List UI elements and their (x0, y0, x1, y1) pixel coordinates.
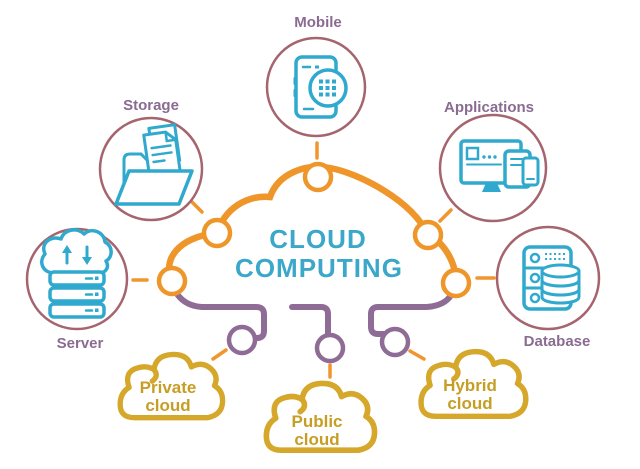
central-cloud-bottom-right-connector (368, 280, 459, 337)
private-cloud-label-line1: Private (140, 378, 197, 397)
storage-label: Storage (123, 97, 179, 114)
storage-link-line (189, 199, 204, 214)
cloud-node-top (302, 161, 334, 193)
node-server: Server (25, 227, 129, 352)
cloud-server-stack-icon (40, 228, 113, 319)
server-label: Server (57, 335, 104, 352)
private-cloud: Private cloud (120, 354, 222, 417)
hybrid-cloud-label-line2: cloud (447, 394, 492, 413)
hybrid-cloud-link-line (408, 349, 426, 361)
node-database: Database (495, 225, 601, 350)
cloud-node-left (156, 265, 188, 297)
applications-label: Applications (444, 99, 534, 116)
node-mobile: Mobile (265, 14, 367, 138)
smartphone-dialpad-icon (293, 55, 348, 119)
private-cloud-label-line2: cloud (145, 396, 190, 415)
cloud-node-bottom-right (379, 326, 411, 358)
dialpad-grid (319, 79, 336, 97)
node-storage: Storage (98, 97, 204, 222)
public-cloud: Public cloud (266, 383, 374, 450)
central-cloud-bottom-middle-connector (289, 304, 331, 337)
diagram-title-line1: CLOUD (269, 224, 366, 254)
central-cloud-bottom-left-connector (169, 278, 267, 341)
database-label: Database (524, 333, 591, 350)
folder-documents-icon (114, 123, 194, 206)
cloud-node-bottom-left (226, 324, 258, 356)
public-cloud-label-line1: Public (291, 412, 342, 431)
multi-devices-icon (459, 139, 540, 192)
private-cloud-link-line (211, 348, 228, 361)
cloud-node-right (440, 267, 472, 299)
cloud-node-bottom-middle (314, 332, 346, 364)
cloud-node-upper-right (412, 219, 444, 251)
node-applications: Applications (438, 99, 548, 223)
diagram-title-line2: COMPUTING (235, 253, 403, 283)
cloud-node-upper-left (201, 217, 233, 249)
applications-link-line (438, 208, 453, 223)
central-cloud: CLOUD COMPUTING (156, 161, 472, 364)
hybrid-cloud-label-line1: Hybrid (443, 376, 497, 395)
mobile-label: Mobile (294, 14, 342, 31)
hybrid-cloud: Hybrid cloud (421, 352, 526, 417)
public-cloud-label-line2: cloud (294, 430, 339, 449)
server-rack-database-icon (522, 245, 581, 311)
